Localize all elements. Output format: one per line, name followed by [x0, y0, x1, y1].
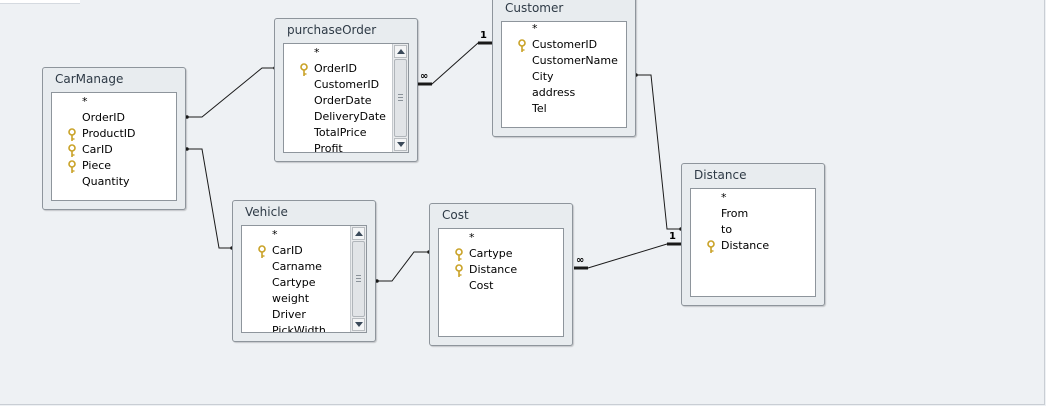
rel-carmanage-purchaseorder[interactable]	[187, 67, 275, 118]
key-icon	[68, 159, 76, 173]
field-piece[interactable]: Piece	[82, 159, 112, 172]
scroll-down-icon[interactable]	[352, 318, 365, 331]
field-pickwidth[interactable]: PickWidth	[272, 324, 326, 333]
cardinality-many-cost: ∞	[576, 255, 585, 266]
field-customername[interactable]: CustomerName	[532, 54, 618, 67]
table-customer[interactable]: Customer * CustomerID CustomerName City …	[492, 0, 636, 137]
field-distance[interactable]: Distance	[469, 263, 518, 276]
field-cartype[interactable]: Cartype	[272, 276, 316, 289]
table-distance[interactable]: Distance * From to Distance	[681, 163, 825, 306]
field-cartype[interactable]: Cartype	[469, 247, 513, 260]
field-all[interactable]: *	[469, 231, 475, 244]
key-icon	[518, 38, 526, 52]
field-all[interactable]: *	[82, 95, 88, 108]
field-all[interactable]: *	[272, 228, 278, 241]
key-icon	[455, 247, 463, 261]
field-carname[interactable]: Carname	[272, 260, 322, 273]
field-from[interactable]: From	[721, 207, 749, 220]
field-tel[interactable]: Tel	[532, 102, 547, 115]
field-list-scrollbar[interactable]	[350, 226, 366, 332]
scroll-up-icon[interactable]	[352, 227, 365, 240]
key-icon	[68, 127, 76, 141]
cardinality-many-purchaseorder: ∞	[420, 71, 429, 82]
field-customerid[interactable]: CustomerID	[532, 38, 598, 51]
field-profit[interactable]: Profit	[314, 142, 343, 153]
rel-carmanage-vehicle[interactable]	[187, 148, 232, 249]
field-list[interactable]: * OrderID ProductID CarID Piece Quantity	[51, 92, 177, 201]
table-title: Customer	[505, 1, 564, 15]
field-quantity[interactable]: Quantity	[82, 175, 130, 188]
field-customerid[interactable]: CustomerID	[314, 78, 380, 91]
rel-purchaseorder-customer[interactable]	[418, 42, 493, 85]
field-list[interactable]: * CarID Carname Cartype weight Driver Pi…	[241, 225, 367, 333]
field-driver[interactable]: Driver	[272, 308, 306, 321]
table-vehicle[interactable]: Vehicle * CarID Carname Cartype weight D…	[232, 200, 376, 342]
field-list-scrollbar[interactable]	[392, 44, 408, 152]
field-list[interactable]: * OrderID CustomerID OrderDate DeliveryD…	[283, 43, 409, 153]
field-orderid[interactable]: OrderID	[314, 62, 357, 75]
field-weight[interactable]: weight	[272, 292, 310, 305]
table-cost[interactable]: Cost * Cartype Distance Cost	[429, 203, 573, 346]
field-productid[interactable]: ProductID	[82, 127, 136, 140]
field-distance[interactable]: Distance	[721, 239, 770, 252]
field-to[interactable]: to	[721, 223, 733, 236]
field-carid[interactable]: CarID	[82, 143, 113, 156]
scroll-thumb[interactable]	[352, 241, 365, 317]
table-title: purchaseOrder	[287, 23, 377, 37]
rel-customer-distance[interactable]	[636, 74, 681, 230]
field-list[interactable]: * From to Distance	[690, 188, 816, 297]
key-icon	[68, 143, 76, 157]
key-icon	[455, 263, 463, 277]
field-orderdate[interactable]: OrderDate	[314, 94, 372, 107]
table-title: Cost	[442, 208, 469, 222]
table-title: CarManage	[55, 72, 124, 86]
field-cost[interactable]: Cost	[469, 279, 494, 292]
rel-vehicle-cost[interactable]	[377, 251, 429, 282]
field-address[interactable]: address	[532, 86, 576, 99]
table-purchaseorder[interactable]: purchaseOrder * OrderID CustomerID Order…	[274, 18, 418, 162]
key-icon	[258, 244, 266, 258]
rel-cost-distance[interactable]	[574, 243, 681, 269]
field-all[interactable]: *	[532, 22, 538, 35]
table-title: Vehicle	[245, 205, 288, 219]
field-all[interactable]: *	[314, 46, 320, 59]
canvas-top-strip	[0, 0, 80, 4]
field-carid[interactable]: CarID	[272, 244, 303, 257]
scroll-down-icon[interactable]	[394, 138, 407, 151]
key-icon	[300, 62, 308, 76]
table-title: Distance	[694, 168, 747, 182]
field-deliverydate[interactable]: DeliveryDate	[314, 110, 386, 123]
field-list[interactable]: * Cartype Distance Cost	[438, 228, 564, 337]
field-totalprice[interactable]: TotalPrice	[314, 126, 367, 139]
scroll-up-icon[interactable]	[394, 45, 407, 58]
cardinality-one-customer: 1	[480, 30, 487, 41]
scroll-thumb[interactable]	[394, 59, 407, 137]
key-icon	[707, 239, 715, 253]
table-carmanage[interactable]: CarManage * OrderID ProductID CarID Piec…	[42, 67, 186, 210]
field-all[interactable]: *	[721, 191, 727, 204]
field-city[interactable]: City	[532, 70, 554, 83]
cardinality-one-distance: 1	[669, 231, 676, 242]
field-list[interactable]: * CustomerID CustomerName City address T…	[501, 21, 627, 128]
field-orderid[interactable]: OrderID	[82, 111, 125, 124]
